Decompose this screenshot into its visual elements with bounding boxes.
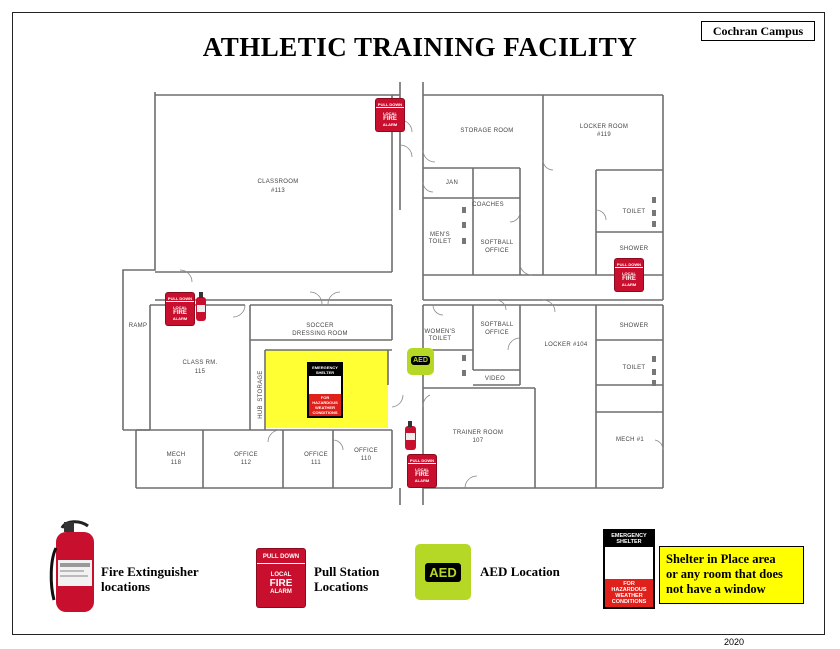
legend-fire-extinguisher-icon — [49, 520, 94, 612]
aed-marker: AED — [407, 348, 434, 375]
room-office-112-number: 112 — [241, 460, 252, 466]
legend-shelter-sign-icon: EMERGENCY SHELTER FOR HAZARDOUS WEATHER … — [603, 529, 655, 609]
shelter-sign-marker: EMERGENCY SHELTER FOR HAZARDOUS WEATHER … — [307, 362, 343, 418]
door-swings — [179, 119, 664, 489]
room-locker-119-number: #119 — [597, 132, 611, 138]
room-soccer: SOCCER — [306, 323, 334, 329]
room-shower-lower: SHOWER — [620, 323, 649, 329]
room-softball-office-2: SOFTBALL — [480, 322, 513, 328]
room-softball-office-2-word: OFFICE — [485, 330, 509, 336]
room-office-111: OFFICE — [304, 452, 328, 458]
room-trainer-number: 107 — [473, 438, 484, 444]
plumbing-fixtures — [462, 197, 656, 386]
room-trainer: TRAINER ROOM — [453, 430, 503, 436]
room-mech-1: MECH #1 — [616, 437, 644, 443]
legend-pull-station-icon: PULL DOWN LOCAL FIRE ALARM — [257, 549, 305, 607]
room-mens: MEN'S — [430, 232, 450, 238]
room-locker-119: LOCKER ROOM — [580, 124, 628, 130]
room-dressing: DRESSING ROOM — [292, 331, 348, 337]
legend-aed-icon: AED — [415, 544, 471, 600]
room-office-112: OFFICE — [234, 452, 258, 458]
year-label: 2020 — [724, 637, 745, 647]
pull-station-marker: PULL DOWN LOCAL FIRE ALARM — [166, 293, 194, 325]
room-class-rm: CLASS RM. — [182, 360, 217, 366]
room-coaches: COACHES — [472, 202, 504, 208]
room-softball-office-word: OFFICE — [485, 248, 509, 254]
room-shower-upper: SHOWER — [620, 246, 649, 252]
pull-station-marker: PULL DOWN LOCAL FIRE ALARM — [615, 259, 643, 291]
room-office-110-number: 110 — [361, 456, 372, 462]
room-mens-toilet: TOILET — [429, 239, 452, 245]
campus-label: Cochran Campus — [701, 21, 815, 41]
legend-shelter-note: Shelter in Place area or any room that d… — [659, 546, 804, 604]
room-classroom-number: #113 — [271, 188, 285, 194]
room-ramp: RAMP — [129, 323, 148, 329]
room-janitor: JAN — [446, 180, 458, 186]
room-hub: HUB — [258, 405, 264, 419]
room-storage-vertical: STORAGE — [258, 370, 264, 401]
room-womens-toilet: TOILET — [429, 336, 452, 342]
room-mech-118-number: 118 — [171, 460, 182, 466]
legend-extinguisher-label: Fire Extinguisher locations — [101, 564, 199, 594]
room-office-111-number: 111 — [311, 460, 321, 466]
room-classroom: CLASSROOM — [257, 179, 298, 185]
room-softball-office: SOFTBALL — [480, 240, 513, 246]
room-office-110: OFFICE — [354, 448, 378, 454]
room-toilet-lower: TOILET — [623, 365, 646, 371]
room-class-rm-number: 115 — [195, 369, 206, 375]
map-title: ATHLETIC TRAINING FACILITY — [202, 32, 638, 62]
fire-extinguisher-icon — [405, 421, 416, 450]
room-locker-104: LOCKER #104 — [545, 342, 588, 348]
walls — [122, 82, 664, 505]
room-mech-118: MECH — [167, 452, 186, 458]
legend-aed-label: AED Location — [480, 564, 560, 579]
room-video: VIDEO — [485, 376, 505, 382]
legend-pull-station-label: Pull Station Locations — [314, 564, 380, 594]
fire-extinguisher-icon — [196, 292, 206, 321]
room-toilet-upper: TOILET — [623, 209, 646, 215]
map-frame — [12, 12, 825, 635]
pull-station-marker: PULL DOWN LOCAL FIRE ALARM — [376, 99, 404, 131]
room-womens: WOMEN'S — [425, 329, 456, 335]
room-storage: STORAGE ROOM — [460, 128, 513, 134]
pull-station-marker: PULL DOWN LOCAL FIRE ALARM — [408, 455, 436, 487]
